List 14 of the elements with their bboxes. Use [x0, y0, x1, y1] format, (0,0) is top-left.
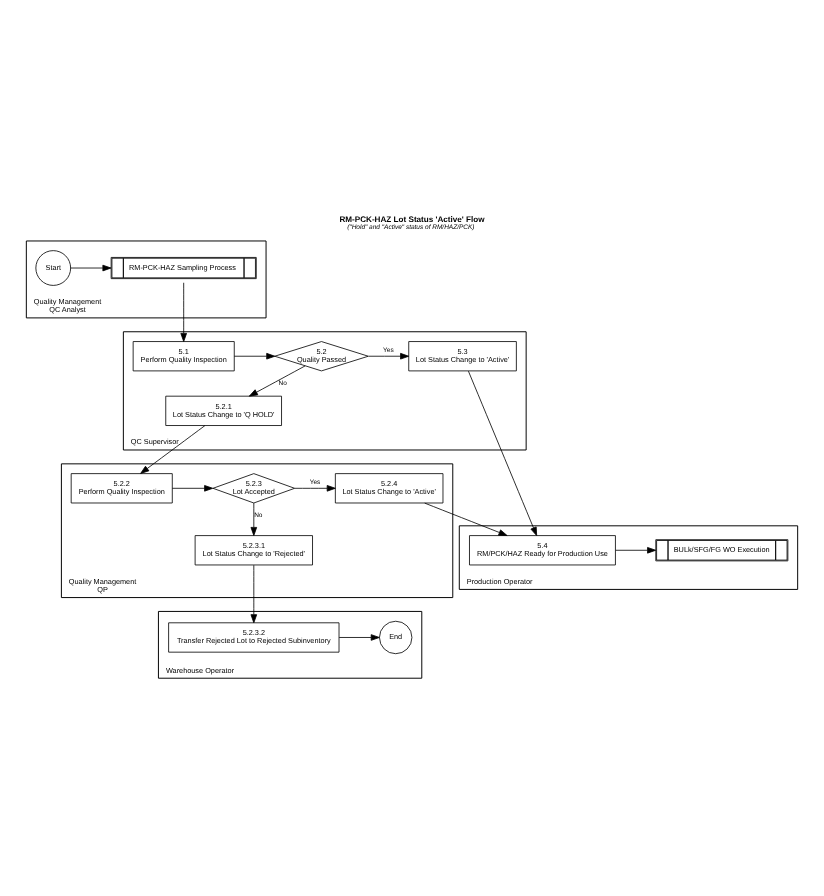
arrow	[294, 484, 336, 491]
arrow	[248, 364, 306, 396]
arrow	[615, 546, 657, 553]
arrow	[140, 424, 206, 473]
arrow	[233, 351, 276, 359]
arrow	[338, 633, 380, 640]
arrow	[171, 484, 214, 491]
arrow	[468, 369, 538, 535]
arrow	[180, 281, 187, 341]
arrow	[368, 351, 410, 359]
arrow	[250, 563, 258, 623]
arrow	[424, 501, 508, 535]
arrow	[250, 501, 258, 535]
arrow	[70, 263, 112, 271]
